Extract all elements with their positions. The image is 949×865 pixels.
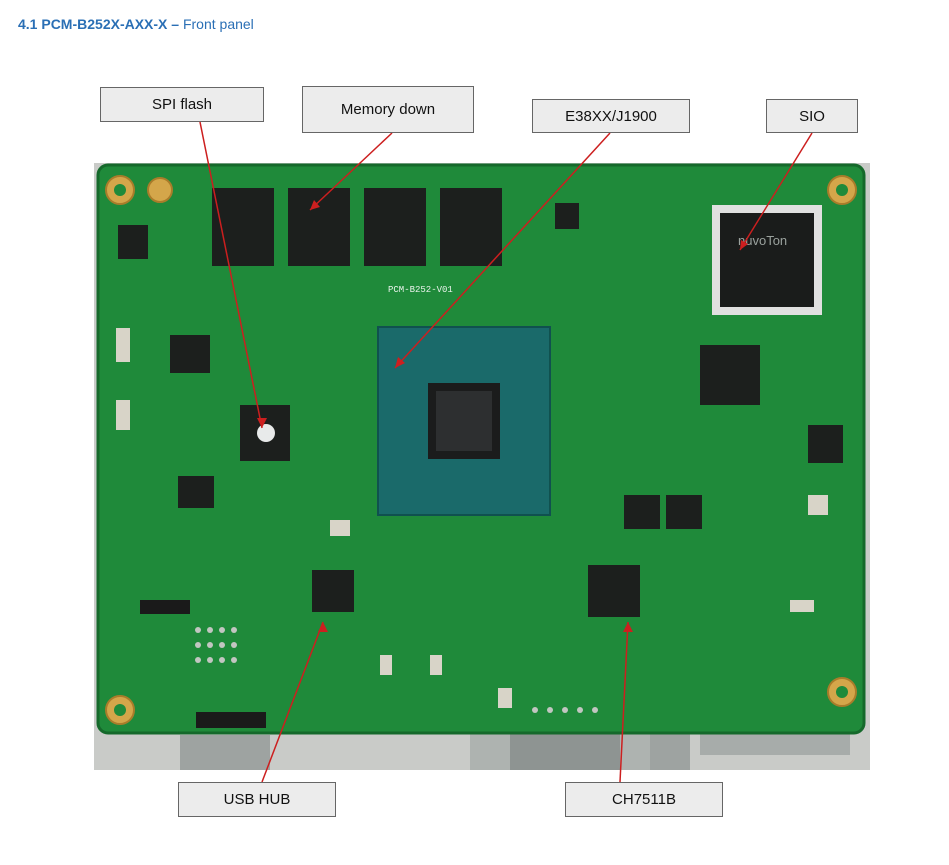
callout-line-ch7511b: [619, 621, 629, 783]
section-heading: 4.1 PCM-B252X-AXX-X – Front panel: [18, 16, 254, 32]
label-sio: SIO: [766, 99, 858, 133]
model-name: PCM-B252X-AXX-X: [41, 16, 168, 32]
callout-line-sio: [739, 132, 813, 251]
callout-line-usb-hub: [261, 621, 324, 783]
small-components: [116, 328, 828, 728]
sio-marking: nuvoTon: [738, 233, 787, 248]
label-ch7511b: CH7511B: [565, 782, 723, 817]
header-pins: [195, 627, 598, 713]
sio-chip: nuvoTon: [712, 205, 822, 315]
spi-flash-spot: [257, 424, 275, 442]
section-number: 4.1: [18, 16, 38, 32]
section-title: Front panel: [182, 16, 254, 32]
callout-line-memory-down: [309, 132, 393, 211]
callout-lines: [199, 121, 813, 783]
cpu-package: [377, 326, 551, 516]
callout-line-cpu: [394, 132, 611, 369]
label-memory-down: Memory down: [302, 86, 474, 133]
label-cpu: E38XX/J1900: [532, 99, 690, 133]
callout-line-spi-flash: [199, 121, 263, 429]
label-spi-flash: SPI flash: [100, 87, 264, 122]
callout-arrowheads: [257, 200, 748, 632]
heading-dash: –: [171, 16, 180, 32]
board-silkscreen: PCM-B252-V01: [388, 285, 453, 295]
label-usb-hub: USB HUB: [178, 782, 336, 817]
